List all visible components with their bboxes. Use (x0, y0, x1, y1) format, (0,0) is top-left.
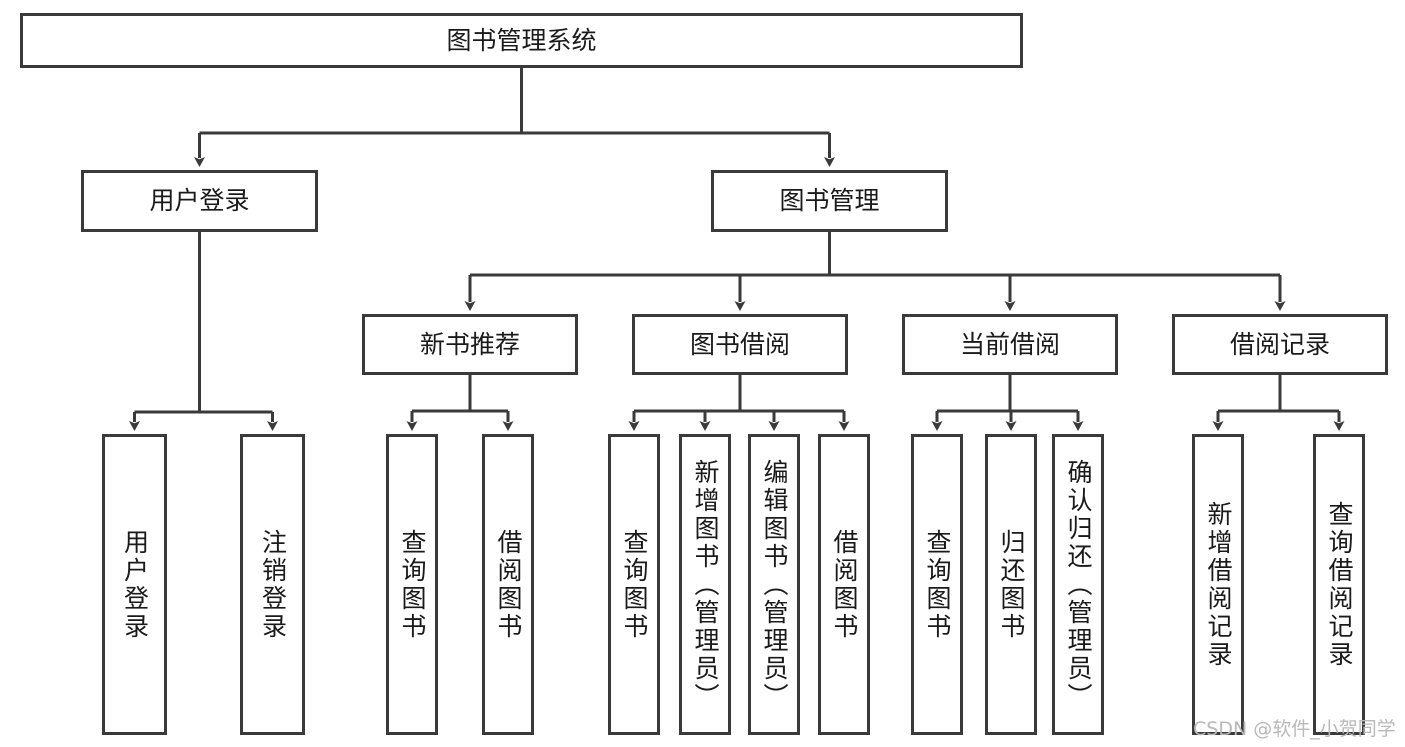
node-label: 注销登录 (258, 528, 288, 641)
node-label: 借阅记录 (1229, 329, 1330, 359)
node-label: 借阅图书 (494, 528, 523, 641)
node-label: 用户登录 (120, 528, 150, 641)
edge-group (129, 68, 1345, 431)
node-label: 新增借阅记录 (1204, 500, 1233, 669)
node-leaf-bo-br[interactable]: 借阅图书 (818, 434, 870, 735)
node-leaf-bo-q[interactable]: 查询图书 (608, 434, 660, 735)
node-records[interactable]: 借阅记录 (1172, 314, 1388, 375)
node-leaf-bo-ed[interactable]: 编辑图书（管理员） (748, 434, 800, 735)
node-label: 图书管理系统 (446, 25, 597, 55)
node-label: 新书推荐 (419, 329, 520, 359)
node-leaf-re-add[interactable]: 新增借阅记录 (1192, 434, 1244, 735)
node-login[interactable]: 用户登录 (81, 170, 318, 232)
node-leaf-cu-c[interactable]: 确认归还（管理员） (1052, 434, 1104, 735)
node-bookmgmt[interactable]: 图书管理 (711, 170, 948, 232)
node-label: 确认归还（管理员） (1064, 458, 1093, 711)
node-leaf-login[interactable]: 用户登录 (102, 434, 167, 735)
node-label: 借阅图书 (830, 528, 859, 641)
node-leaf-nb-b[interactable]: 借阅图书 (482, 434, 534, 735)
node-label: 图书借阅 (689, 329, 790, 359)
node-root[interactable]: 图书管理系统 (20, 13, 1023, 68)
node-borrow[interactable]: 图书借阅 (632, 314, 848, 375)
node-leaf-logout[interactable]: 注销登录 (240, 434, 305, 735)
node-label: 查询图书 (923, 528, 952, 641)
node-leaf-cu-r[interactable]: 归还图书 (985, 434, 1037, 735)
node-leaf-nb-q[interactable]: 查询图书 (386, 434, 438, 735)
node-current[interactable]: 当前借阅 (902, 314, 1118, 375)
node-label: 查询图书 (620, 528, 649, 641)
node-label: 查询借阅记录 (1325, 500, 1354, 669)
node-newbook[interactable]: 新书推荐 (362, 314, 578, 375)
node-label: 归还图书 (997, 528, 1026, 641)
node-label: 编辑图书（管理员） (760, 458, 789, 711)
node-label: 新增图书（管理员） (691, 458, 720, 711)
node-leaf-bo-add[interactable]: 新增图书（管理员） (679, 434, 731, 735)
node-label: 图书管理 (779, 186, 880, 215)
node-leaf-re-q[interactable]: 查询借阅记录 (1313, 434, 1365, 735)
node-label: 查询图书 (398, 528, 427, 641)
node-label: 用户登录 (149, 186, 250, 215)
node-leaf-cu-q[interactable]: 查询图书 (911, 434, 963, 735)
node-label: 当前借阅 (959, 329, 1060, 359)
